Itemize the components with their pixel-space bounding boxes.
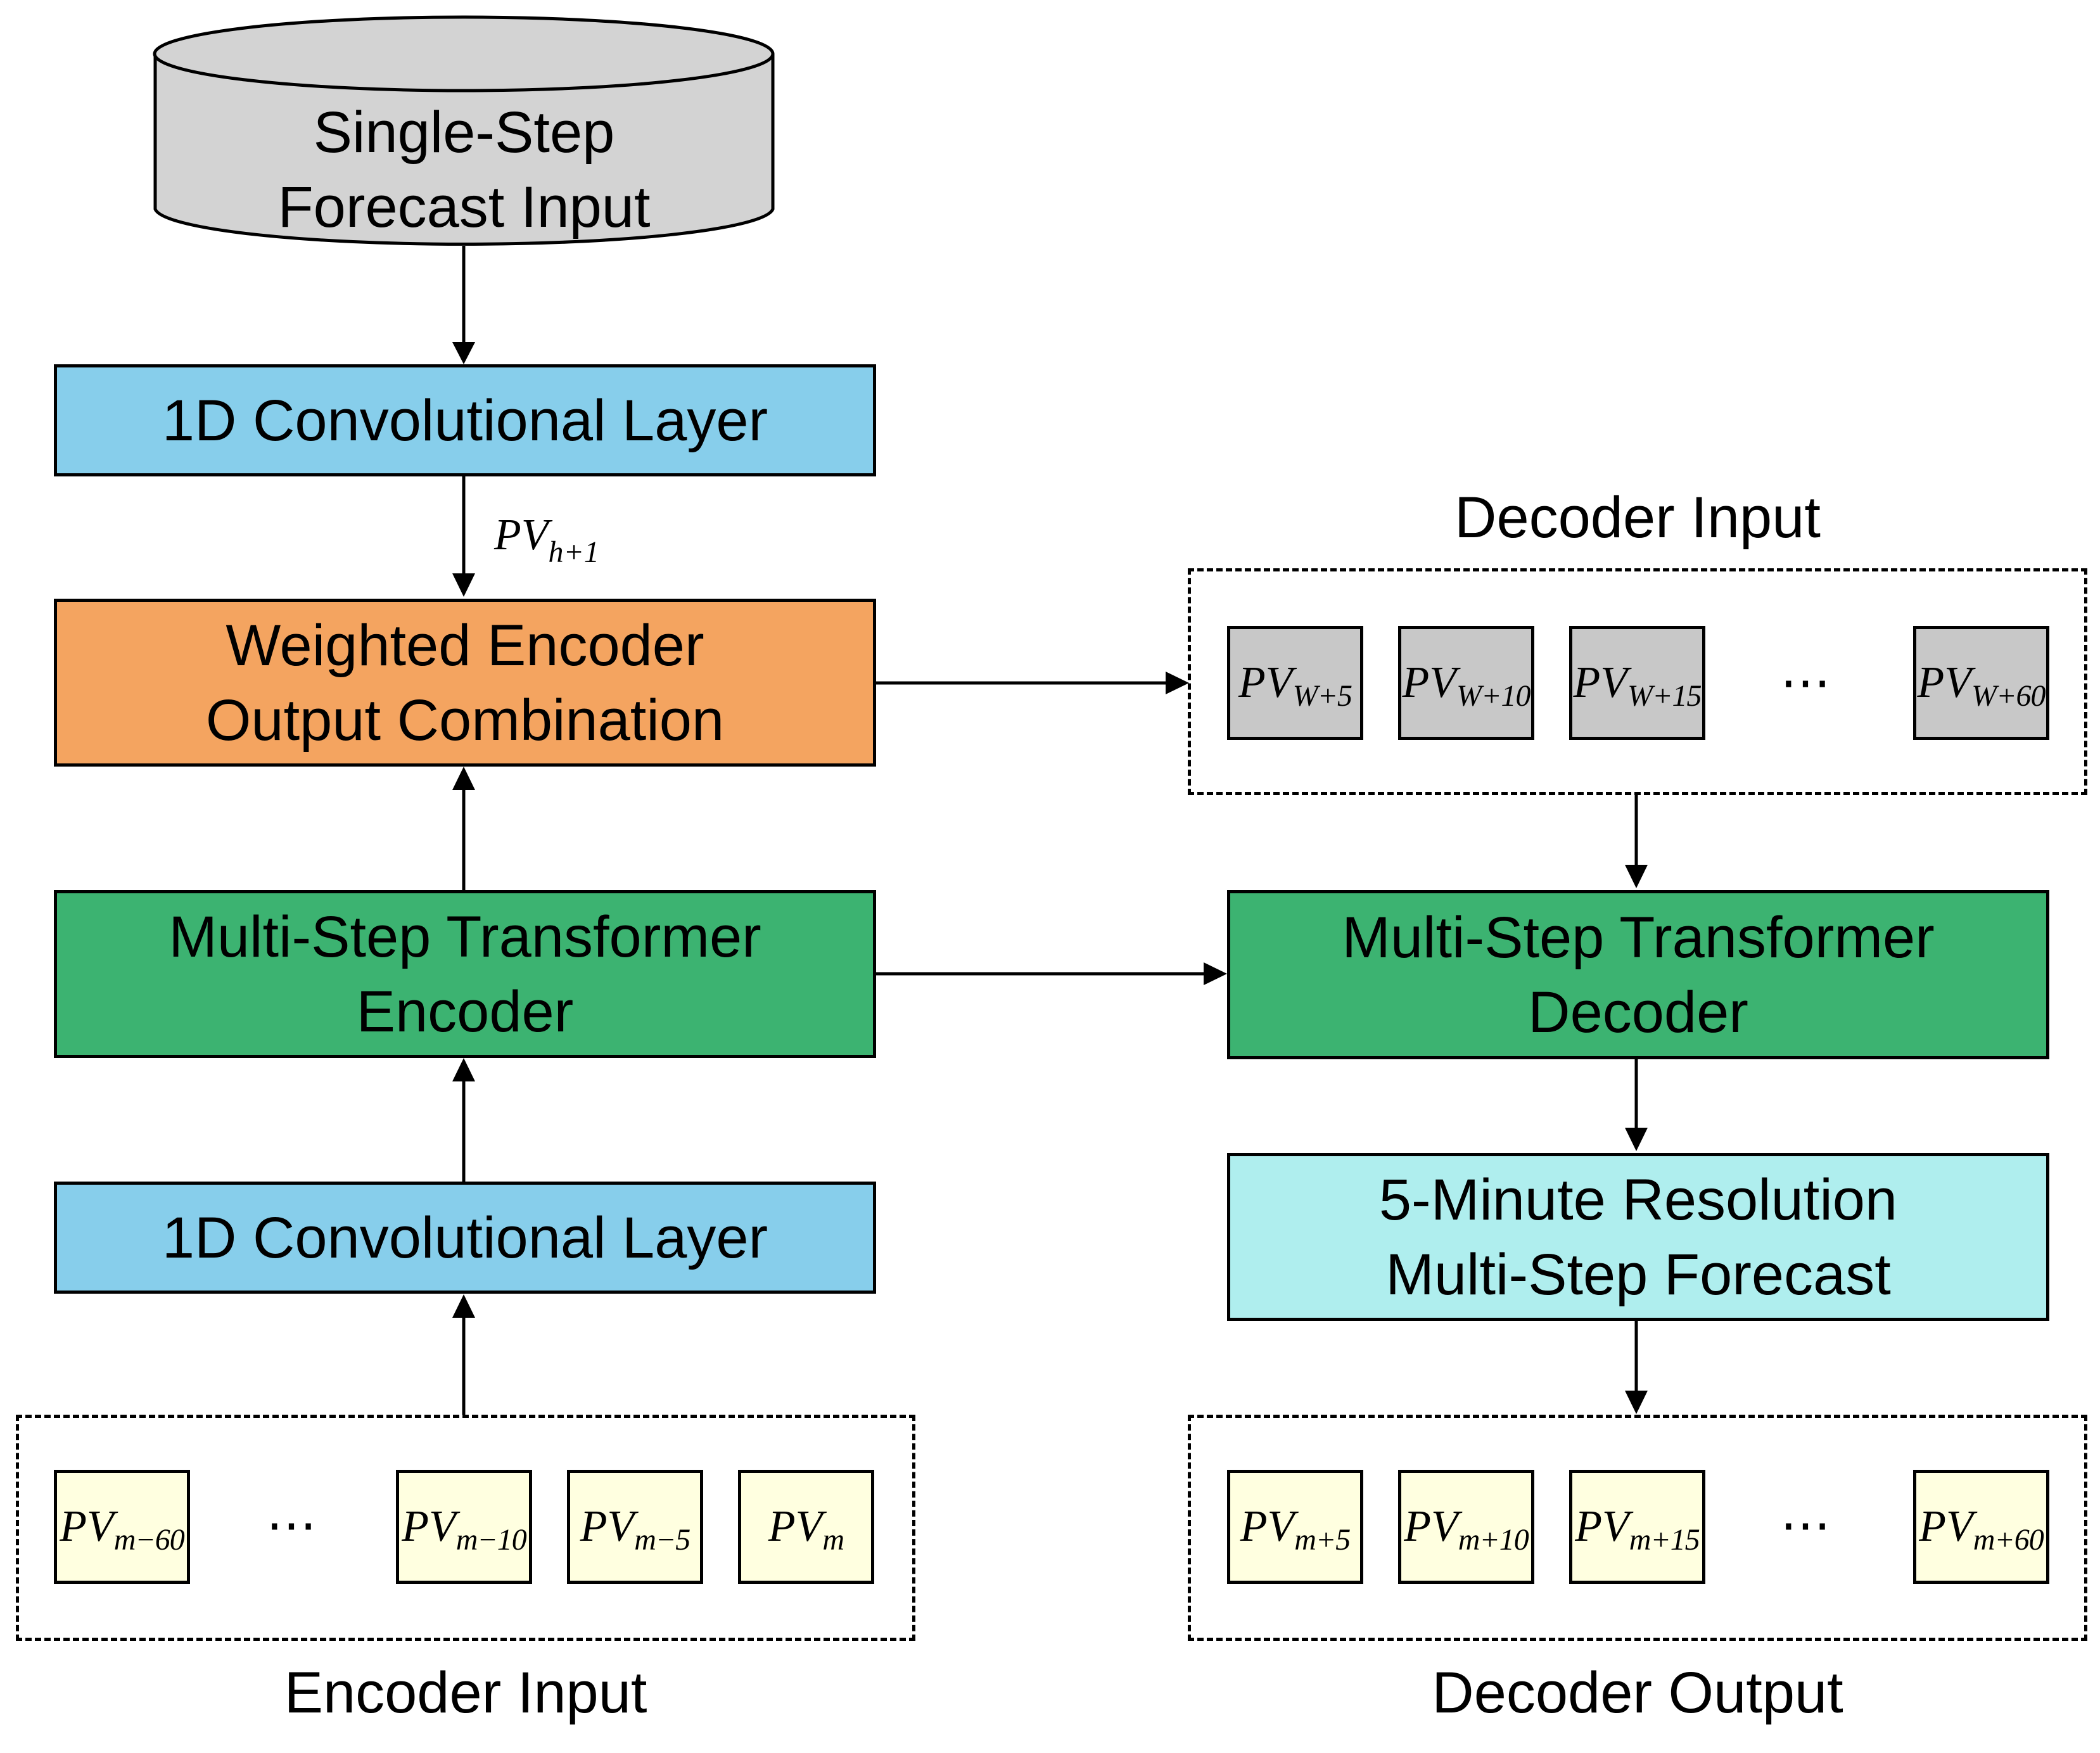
database-cylinder bbox=[153, 15, 775, 246]
encoder-input-group bbox=[16, 1415, 915, 1641]
encoder-line1: Multi-Step Transformer bbox=[169, 904, 761, 969]
cell-sub: W+15 bbox=[1627, 679, 1702, 713]
cell-sub: m−60 bbox=[113, 1522, 185, 1557]
decoder-output-caption: Decoder Output bbox=[1432, 1661, 1843, 1725]
cell-main: PV bbox=[60, 1502, 114, 1551]
decoder-line2: Decoder bbox=[1528, 979, 1748, 1045]
decoder-input-ellipsis: ⋯ bbox=[1780, 655, 1831, 711]
weighted-combination-box: Weighted Encoder Output Combination bbox=[54, 599, 876, 767]
database-label: Single-Step Forecast Input bbox=[155, 95, 773, 245]
cell-sub: m+60 bbox=[1973, 1522, 2044, 1557]
encoder-input-caption: Encoder Input bbox=[284, 1661, 647, 1725]
encoder-line2: Encoder bbox=[356, 979, 574, 1044]
cell-main: PV bbox=[1917, 658, 1972, 707]
cell-sub: m+5 bbox=[1294, 1522, 1351, 1557]
cell-sub: m+15 bbox=[1629, 1522, 1700, 1557]
combine-line1: Weighted Encoder bbox=[226, 613, 704, 678]
forecast-line1: 5-Minute Resolution bbox=[1378, 1167, 1898, 1232]
cell-sub: m bbox=[822, 1522, 844, 1557]
forecast-line2: Multi-Step Forecast bbox=[1385, 1242, 1891, 1307]
decoder-input-caption: Decoder Input bbox=[1454, 485, 1821, 550]
encoder-input-ellipsis: ⋯ bbox=[266, 1498, 317, 1553]
database-label-line2: Forecast Input bbox=[277, 175, 651, 239]
decoder-output-ellipsis: ⋯ bbox=[1780, 1498, 1831, 1553]
cell-main: PV bbox=[1238, 658, 1293, 707]
cell-main: PV bbox=[1573, 658, 1628, 707]
conv-layer-top-label: 1D Convolutional Layer bbox=[162, 388, 768, 453]
transformer-encoder-box: Multi-Step Transformer Encoder bbox=[54, 890, 876, 1058]
cell-main: PV bbox=[1919, 1502, 1973, 1551]
cell-sub: m−5 bbox=[634, 1522, 690, 1557]
cell-main: PV bbox=[1240, 1502, 1295, 1551]
decoder-output-group bbox=[1188, 1415, 2087, 1641]
conv-layer-top: 1D Convolutional Layer bbox=[54, 364, 876, 476]
decoder-line1: Multi-Step Transformer bbox=[1342, 905, 1935, 970]
cell-main: PV bbox=[1404, 1502, 1458, 1551]
pv-h1-sub: h+1 bbox=[548, 535, 599, 569]
cell-main: PV bbox=[768, 1502, 823, 1551]
cell-sub: W+10 bbox=[1456, 679, 1530, 713]
cell-main: PV bbox=[1402, 658, 1457, 707]
conv-layer-bottom-label: 1D Convolutional Layer bbox=[162, 1205, 768, 1270]
pv-h1-label: PVh+1 bbox=[494, 510, 599, 569]
pv-h1-main: PV bbox=[494, 511, 549, 559]
cell-sub: m−10 bbox=[455, 1522, 527, 1557]
cell-sub: W+5 bbox=[1292, 679, 1352, 713]
cell-sub: m+10 bbox=[1458, 1522, 1529, 1557]
cell-main: PV bbox=[402, 1502, 456, 1551]
cell-main: PV bbox=[580, 1502, 635, 1551]
cell-main: PV bbox=[1575, 1502, 1629, 1551]
database-label-line1: Single-Step bbox=[313, 100, 615, 165]
forecast-box: 5-Minute Resolution Multi-Step Forecast bbox=[1227, 1153, 2049, 1321]
combine-line2: Output Combination bbox=[205, 687, 725, 753]
cell-sub: W+60 bbox=[1971, 679, 2046, 713]
transformer-decoder-box: Multi-Step Transformer Decoder bbox=[1227, 890, 2049, 1059]
decoder-input-group bbox=[1188, 568, 2087, 795]
conv-layer-bottom: 1D Convolutional Layer bbox=[54, 1182, 876, 1294]
